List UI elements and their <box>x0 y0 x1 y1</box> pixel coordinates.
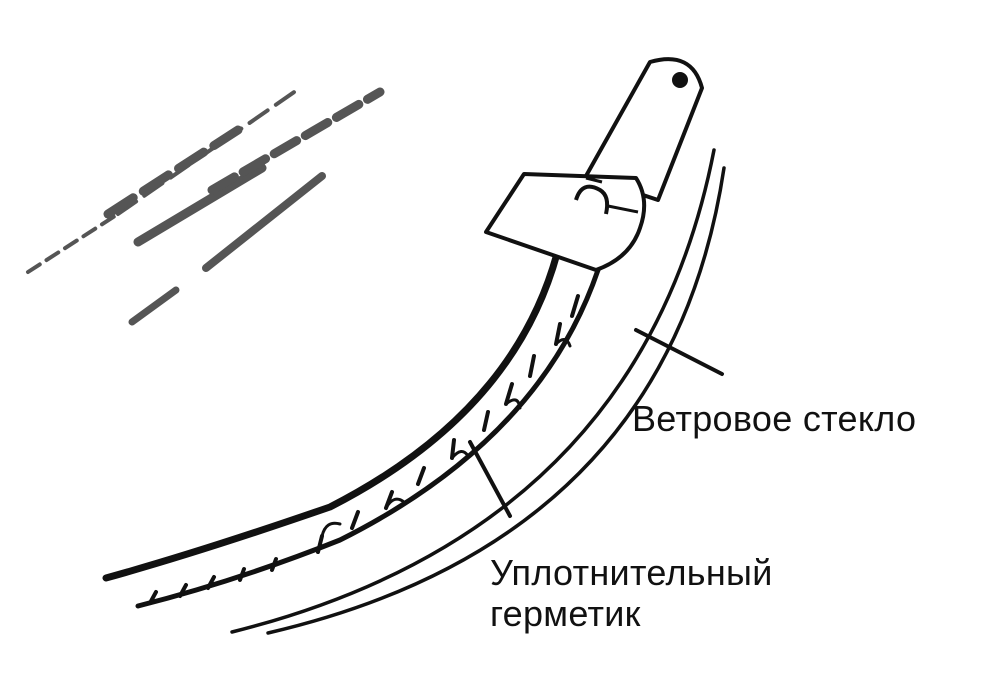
leader-lines <box>468 328 724 518</box>
leader-line-sealant <box>468 440 512 518</box>
sealant-label-line1: Уплотнительный <box>490 552 773 593</box>
glass-reflection-streaks <box>26 86 385 326</box>
applicator-nozzle <box>484 57 704 272</box>
sealant-label-line2: герметик <box>490 593 641 635</box>
sealant-label: Уплотнительный герметик <box>490 552 773 635</box>
leader-line-windshield <box>634 328 724 376</box>
sealant-bead <box>102 187 604 609</box>
windshield-edge <box>230 148 726 635</box>
windshield-label: Ветровое стекло <box>632 398 917 439</box>
